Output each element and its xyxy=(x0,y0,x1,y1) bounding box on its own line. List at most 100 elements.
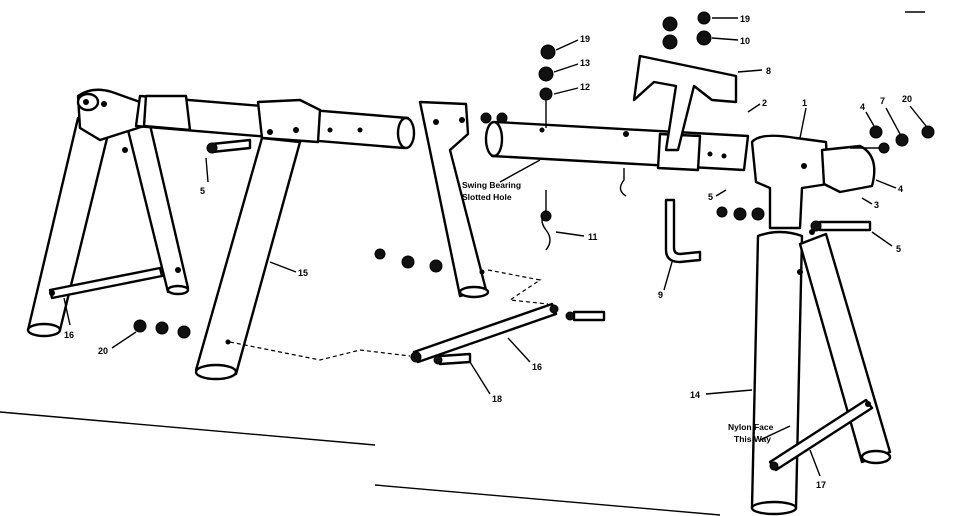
left-cap-bolt xyxy=(101,101,107,107)
leader-16b xyxy=(507,337,531,363)
end-cap xyxy=(820,144,876,194)
leader-nylon-face xyxy=(759,425,791,441)
leader-9 xyxy=(663,261,673,291)
top-bar-hole-b xyxy=(327,127,333,133)
leader-1 xyxy=(799,107,807,139)
left-cap-hole xyxy=(83,99,89,105)
label-17: 17 xyxy=(816,480,826,490)
top-bar-coupling-left xyxy=(142,94,192,132)
nut-5b-c xyxy=(751,207,765,221)
top-bar-tube-right-end xyxy=(484,120,504,158)
left-leg-back-end xyxy=(166,284,190,296)
leader-5b xyxy=(715,189,727,197)
leader-11 xyxy=(555,231,585,237)
label-15: 15 xyxy=(298,268,308,278)
leader-20b xyxy=(111,331,137,349)
nut-5b-a xyxy=(716,206,728,218)
middle-right-bracket-bolt xyxy=(433,119,439,125)
right-leg-back xyxy=(798,232,892,464)
right-leg-front-end xyxy=(750,500,798,516)
middle-right-leg-tube xyxy=(418,100,488,298)
center-brace-end-nut xyxy=(410,351,422,363)
label-18: 18 xyxy=(492,394,502,404)
nut-19a xyxy=(540,44,556,60)
label-9: 9 xyxy=(658,290,663,300)
note-this-way: This Way xyxy=(734,434,771,444)
left-leg-bolt xyxy=(175,267,181,273)
right-tee-fitting: 1 xyxy=(750,98,890,230)
scan-edge-line-right xyxy=(374,484,721,516)
left-leg-front xyxy=(26,116,114,332)
nut-19b xyxy=(697,11,711,25)
nut-stack-b xyxy=(662,34,678,50)
label-5b: 5 xyxy=(708,192,713,202)
leader-17 xyxy=(809,449,821,477)
label-7: 7 xyxy=(880,96,885,106)
bracket-8-shape xyxy=(632,54,738,152)
leader-12 xyxy=(553,87,579,95)
leader-4b xyxy=(875,179,897,189)
center-brace-end-nut-2 xyxy=(549,304,559,314)
label-12: 12 xyxy=(580,82,590,92)
leader-13 xyxy=(553,63,579,73)
nut-12 xyxy=(539,87,553,101)
label-20a: 20 xyxy=(902,94,912,104)
note-nylon-face: Nylon Face xyxy=(728,422,774,432)
tee-fitting-body xyxy=(750,134,830,230)
middle-leg-hole xyxy=(225,339,231,345)
label-5a: 5 xyxy=(200,186,205,196)
nut-13 xyxy=(538,66,554,82)
small-hook xyxy=(619,168,627,197)
leader-5c xyxy=(871,231,893,247)
left-nut-group: 20 xyxy=(98,319,191,356)
leader-2a xyxy=(747,103,761,113)
nut-20a xyxy=(921,125,935,139)
label-14: 14 xyxy=(690,390,700,400)
nut-10 xyxy=(696,30,712,46)
middle-right-leg-end xyxy=(458,285,490,299)
leader-5a xyxy=(205,157,209,183)
swing-hook-11: 11 xyxy=(540,190,598,251)
leader-3 xyxy=(861,197,873,205)
leader-8 xyxy=(737,69,763,73)
middle-right-leg xyxy=(418,100,490,299)
right-nut-group: 4 7 20 4 3 xyxy=(860,94,935,210)
nut-20-b xyxy=(155,321,169,335)
center-clamp-bracket xyxy=(256,98,322,144)
center-clamp-bolt-2 xyxy=(293,127,299,133)
label-16b: 16 xyxy=(532,362,542,372)
dashed-line-lower xyxy=(229,341,411,361)
right-a-frame: 14 17 Nylon Face This Way xyxy=(690,229,892,516)
hook-11-nut xyxy=(540,210,552,222)
label-20b: 20 xyxy=(98,346,108,356)
right-bolt-5c xyxy=(818,220,872,232)
middle-leg-15: 15 xyxy=(194,136,308,381)
bar-nut-a xyxy=(480,112,492,124)
brace-bolt-right xyxy=(572,310,606,322)
label-1: 1 xyxy=(802,98,807,108)
right-brace-bolt-2 xyxy=(865,401,871,407)
leader-4a xyxy=(865,111,875,127)
right-bar-hole-c xyxy=(707,151,713,157)
label-2a: 2 xyxy=(762,98,767,108)
middle-right-leg-hole xyxy=(479,269,485,275)
left-bolt-shank xyxy=(210,138,252,154)
left-bolt-assembly: 5 xyxy=(200,138,252,196)
right-leg-front-hole xyxy=(797,269,803,275)
nut-mid-b xyxy=(401,255,415,269)
left-bolt-head xyxy=(206,142,218,154)
nut-4a xyxy=(869,125,883,139)
right-bolt-5c-nut xyxy=(810,220,822,232)
label-16a: 16 xyxy=(64,330,74,340)
left-leg-top-bolt xyxy=(122,147,128,153)
center-clamp-bolt xyxy=(267,129,273,135)
label-19b: 19 xyxy=(740,14,750,24)
mid-nut-group xyxy=(374,248,443,273)
middle-leg-tube xyxy=(194,136,302,376)
center-brace-tube xyxy=(412,302,558,364)
right-bar-hole-b xyxy=(623,131,629,137)
top-bar-tube-left-end xyxy=(396,116,416,150)
label-13: 13 xyxy=(580,58,590,68)
label-3: 3 xyxy=(874,200,879,210)
